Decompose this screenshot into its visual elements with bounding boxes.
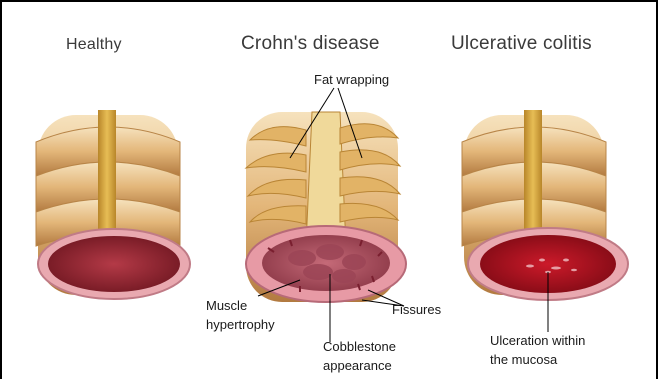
label-ulceration-within-mucosa: Ulceration within the mucosa [490,331,585,369]
label-cobble-line2: appearance [323,356,396,375]
label-cobblestone-appearance: Cobblestone appearance [323,337,396,375]
healthy-colon [36,110,190,299]
label-cobble-line1: Cobblestone [323,337,396,356]
label-fat-wrapping: Fat wrapping [314,70,389,89]
heading-healthy: Healthy [66,36,122,54]
uc-colon [462,110,628,300]
label-muscle-hypertrophy: Muscle hypertrophy [206,296,275,334]
label-ulcer-line1: Ulceration within [490,331,585,350]
heading-crohns: Crohn's disease [241,33,380,55]
label-fissures: Fissures [392,300,441,319]
label-muscle-line1: Muscle [206,296,275,315]
crohns-colon [246,112,406,302]
heading-uc: Ulcerative colitis [451,33,592,55]
label-ulcer-line2: the mucosa [490,350,585,369]
label-muscle-line2: hypertrophy [206,315,275,334]
